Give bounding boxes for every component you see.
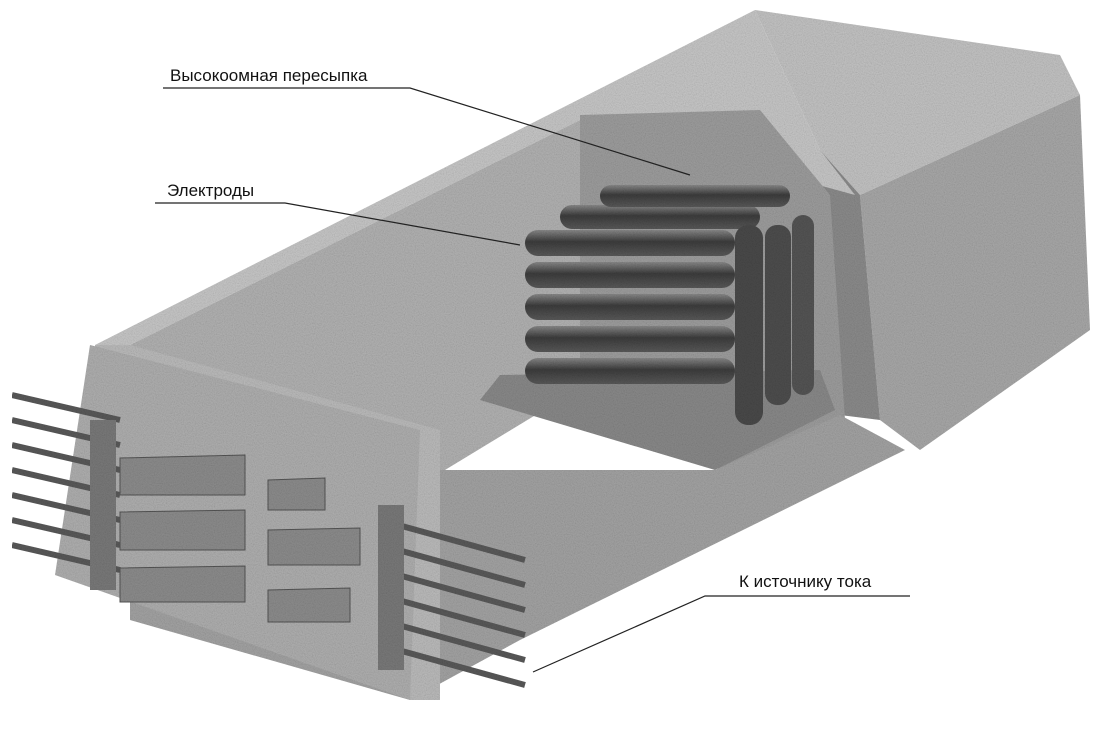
- right-lead-bundle: [379, 517, 526, 688]
- far-end-block-top: [755, 10, 1080, 195]
- far-end-block-side: [820, 150, 880, 420]
- trough-top-wall: [95, 10, 855, 345]
- right-lead-clamp: [378, 505, 404, 670]
- leader-current-source: [532, 595, 910, 673]
- leader-lines: [155, 87, 910, 673]
- label-high-resistance-fill: Высокоомная пересыпка: [170, 66, 368, 85]
- leader-high-resistance-fill: [163, 87, 691, 176]
- far-end-block-face: [860, 95, 1090, 450]
- leader-electrodes: [155, 202, 521, 246]
- label-to-current-source: К источнику тока: [739, 572, 872, 591]
- electrode-rods: [525, 185, 814, 425]
- label-electrodes: Электроды: [167, 181, 255, 200]
- left-lead-clamp: [90, 420, 116, 590]
- front-plate-slots: [119, 454, 361, 623]
